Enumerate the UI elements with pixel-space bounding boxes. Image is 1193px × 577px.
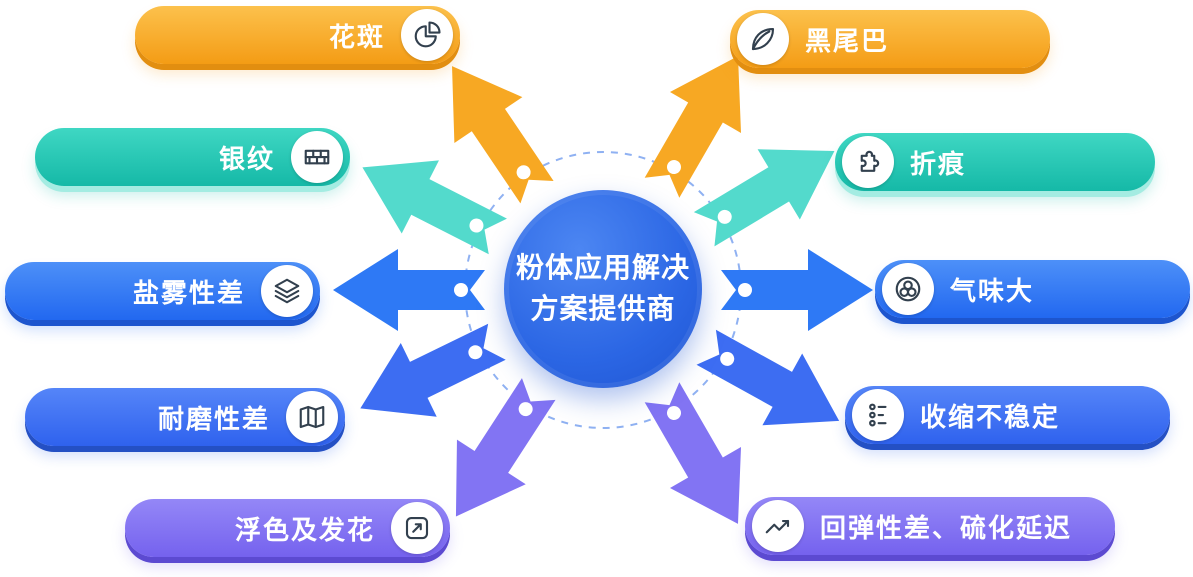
node-color-floating: 浮色及发花 (125, 499, 450, 557)
node-label: 黑尾巴 (805, 25, 890, 56)
rings-icon (882, 263, 934, 315)
connector-arrow (452, 66, 554, 204)
trend-arrow-icon (391, 502, 443, 554)
node-black-tail: 黑尾巴 (730, 10, 1050, 68)
arrow-dot (667, 160, 681, 175)
node-label: 折痕 (910, 148, 967, 179)
node-label: 耐磨性差 (157, 403, 270, 434)
map-icon (286, 391, 338, 443)
timeline-icon (852, 389, 904, 441)
connector-arrow (360, 323, 506, 417)
arrow-dot (468, 345, 483, 360)
node-odor: 气味大 (875, 260, 1190, 318)
arrow-dot (469, 218, 484, 233)
connector-arrow (644, 56, 742, 198)
center-node: 粉体应用解决 方案提供商 (504, 190, 702, 388)
node-label: 浮色及发花 (234, 514, 375, 545)
center-title-line1: 粉体应用解决 (515, 252, 690, 284)
connector-arrow (333, 249, 485, 331)
node-label: 气味大 (950, 275, 1035, 306)
arrow-dot (738, 283, 752, 297)
connector-arrow (455, 378, 556, 517)
line-chart-icon (752, 500, 804, 552)
node-rebound-delay: 回弹性差、硫化延迟 (745, 497, 1115, 555)
center-title-line2: 方案提供商 (530, 293, 676, 324)
arrow-dot (516, 165, 531, 180)
arrow-dot (518, 402, 533, 417)
arrow-dot (667, 405, 681, 420)
arrow-dot (717, 209, 732, 224)
layers-icon (261, 265, 313, 317)
bricks-icon (291, 131, 343, 183)
node-label: 银纹 (218, 143, 275, 174)
node-label: 花斑 (328, 21, 385, 52)
node-wear-resistance: 耐磨性差 (25, 388, 345, 446)
arrow-dot (720, 351, 735, 366)
connector-arrow (644, 382, 742, 524)
node-label: 回弹性差、硫化延迟 (820, 512, 1073, 543)
node-salt-spray: 盐雾性差 (5, 262, 320, 320)
node-shrinkage: 收缩不稳定 (845, 386, 1170, 444)
node-creases: 折痕 (835, 133, 1155, 191)
node-mottling: 花斑 (135, 6, 460, 64)
node-label: 盐雾性差 (132, 277, 245, 308)
connector-arrow (696, 329, 840, 426)
pie-chart-icon (401, 9, 453, 61)
node-silver-streaks: 银纹 (35, 128, 350, 186)
node-label: 收缩不稳定 (920, 401, 1061, 432)
connector-arrow (362, 160, 507, 255)
connector-arrow (693, 149, 835, 247)
puzzle-icon (842, 136, 894, 188)
arrow-dot (454, 283, 468, 297)
leaf-icon (737, 13, 789, 65)
connector-arrow (721, 249, 873, 331)
